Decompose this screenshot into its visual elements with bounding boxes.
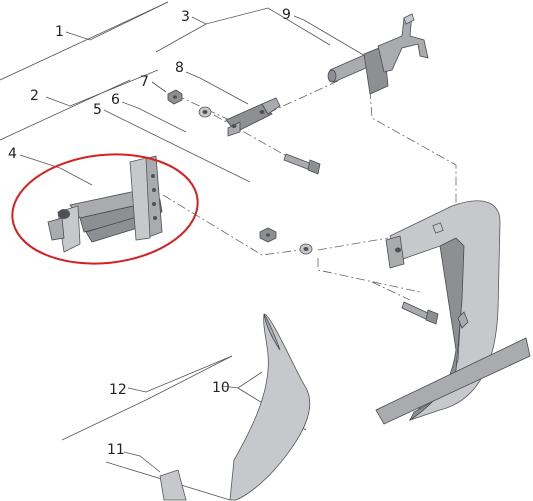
callout-10: 10 [212, 380, 230, 396]
callout-2: 2 [30, 88, 39, 104]
callout-11: 11 [107, 442, 125, 458]
part-8-bracket [225, 97, 281, 137]
hardware-nut-washer [259, 227, 313, 255]
callout-labels: 1 2 3 4 5 6 7 8 9 10 11 12 [8, 7, 291, 458]
callout-8: 8 [175, 60, 184, 76]
callout-12: 12 [109, 382, 127, 398]
hardware-lower-bolt [401, 301, 439, 325]
highlight-ellipse [11, 153, 199, 265]
callout-4: 4 [8, 146, 17, 162]
leader-lines [0, 1, 373, 501]
part-4-arm-bracket [47, 155, 163, 253]
part-6-washer [198, 106, 212, 118]
callout-7: 7 [140, 74, 149, 90]
part-10-sweep-blade [229, 313, 311, 501]
part-11-blade-tip [159, 469, 187, 501]
part-7-nut [167, 89, 183, 105]
part-9-clevis-pin [327, 13, 429, 95]
shank-body [375, 200, 531, 425]
callout-6: 6 [111, 92, 120, 108]
callout-1: 1 [55, 24, 64, 40]
callout-9: 9 [282, 7, 291, 23]
part-5-bolt [283, 153, 321, 175]
callout-3: 3 [181, 9, 190, 25]
callout-5: 5 [93, 102, 102, 118]
